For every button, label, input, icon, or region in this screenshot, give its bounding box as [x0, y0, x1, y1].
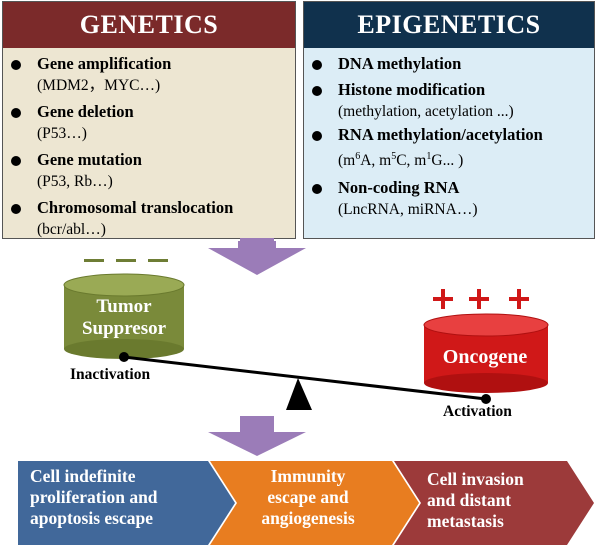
chevron-step-2	[210, 461, 419, 545]
bullet-icon	[11, 60, 21, 70]
genetics-item-detail: (MDM2，MYC…)	[37, 77, 161, 94]
outcome-line: escape and	[267, 487, 349, 507]
outcome-line: apoptosis escape	[30, 508, 153, 528]
inactivation-label: Inactivation	[70, 366, 151, 383]
tumor-suppressor-label-line1: Tumor	[96, 296, 152, 317]
genetics-list: Gene amplification (MDM2，MYC…) Gene dele…	[3, 48, 295, 245]
outcome-metastasis: Cell invasion and distant metastasis	[427, 469, 577, 532]
down-arrow-icon	[208, 432, 306, 456]
genetics-item: Gene amplification (MDM2，MYC…)	[3, 53, 295, 101]
tumor-suppressor-label-line2: Suppresor	[81, 318, 167, 339]
genetics-item-detail: (P53, Rb…)	[37, 173, 113, 190]
outcome-proliferation: Cell indefinite proliferation and apopto…	[30, 466, 220, 529]
outcome-immunity: Immunity escape and angiogenesis	[238, 466, 378, 529]
genetics-item: Gene mutation (P53, Rb…)	[3, 149, 295, 197]
seesaw-beam	[123, 355, 487, 401]
epigenetics-item-title: RNA methylation/acetylation	[338, 125, 543, 144]
epigenetics-item-title: DNA methylation	[338, 54, 462, 73]
epigenetics-item: Histone modification (methylation, acety…	[304, 79, 594, 124]
epigenetics-item: Non-coding RNA (LncRNA, miRNA…)	[304, 177, 594, 222]
epigenetics-item: DNA methylation	[304, 53, 594, 79]
beam-end-right	[481, 394, 491, 404]
tumor-suppressor-label: Tumor Suppresor	[62, 296, 186, 340]
genetics-item: Chromosomal translocation (bcr/abl…)	[3, 197, 295, 245]
minus-signs	[84, 259, 168, 262]
genetics-panel: GENETICS Gene amplification (MDM2，MYC…) …	[2, 1, 296, 239]
outcome-line: metastasis	[427, 511, 504, 531]
genetics-item-title: Gene deletion	[37, 102, 134, 121]
epigenetics-item-detail: (LncRNA, miRNA…)	[338, 201, 478, 218]
epigenetics-panel: EPIGENETICS DNA methylation Histone modi…	[303, 1, 595, 239]
bullet-icon	[312, 184, 322, 194]
genetics-item-detail: (bcr/abl…)	[37, 221, 106, 238]
outcome-line: angiogenesis	[261, 508, 355, 528]
down-arrow-icon	[208, 234, 306, 275]
plus-signs	[433, 289, 529, 309]
epigenetics-list: DNA methylation Histone modification (me…	[304, 48, 594, 222]
bullet-icon	[11, 108, 21, 118]
bullet-icon	[11, 204, 21, 214]
outcome-line: proliferation and	[30, 487, 158, 507]
genetics-item-title: Gene mutation	[37, 150, 142, 169]
genetics-title: GENETICS	[3, 2, 295, 48]
bullet-icon	[11, 156, 21, 166]
bullet-icon	[312, 131, 322, 141]
genetics-item-title: Chromosomal translocation	[37, 198, 234, 217]
outcome-line: Cell indefinite	[30, 466, 136, 486]
epigenetics-item-title: Histone modification	[338, 80, 486, 99]
epigenetics-item-title: Non-coding RNA	[338, 178, 460, 197]
bullet-icon	[312, 86, 322, 96]
tumor-suppressor-cylinder	[63, 273, 185, 359]
activation-label: Activation	[443, 403, 512, 420]
bullet-icon	[312, 60, 322, 70]
epigenetics-item: RNA methylation/acetylation (m6A, m5C, m…	[304, 124, 594, 177]
genetics-item: Gene deletion (P53…)	[3, 101, 295, 149]
genetics-item-detail: (P53…)	[37, 125, 87, 142]
chevron-step-3	[394, 461, 594, 545]
outcome-line: Cell invasion	[427, 469, 524, 489]
down-arrow-stem	[240, 238, 274, 250]
down-arrow-stem	[240, 416, 274, 432]
chevron-step-1	[18, 461, 235, 545]
oncogene-label: Oncogene	[442, 346, 528, 368]
outcome-line: and distant	[427, 490, 512, 510]
fulcrum-icon	[286, 378, 312, 410]
epigenetics-title: EPIGENETICS	[304, 2, 594, 48]
genetics-item-title: Gene amplification	[37, 54, 172, 73]
outcome-line: Immunity	[270, 466, 346, 486]
oncogene-cylinder	[423, 313, 549, 393]
epigenetics-item-detail: (m6A, m5C, m1G... )	[338, 151, 464, 170]
beam-end-left	[119, 352, 129, 362]
epigenetics-item-detail: (methylation, acetylation ...)	[338, 103, 514, 120]
